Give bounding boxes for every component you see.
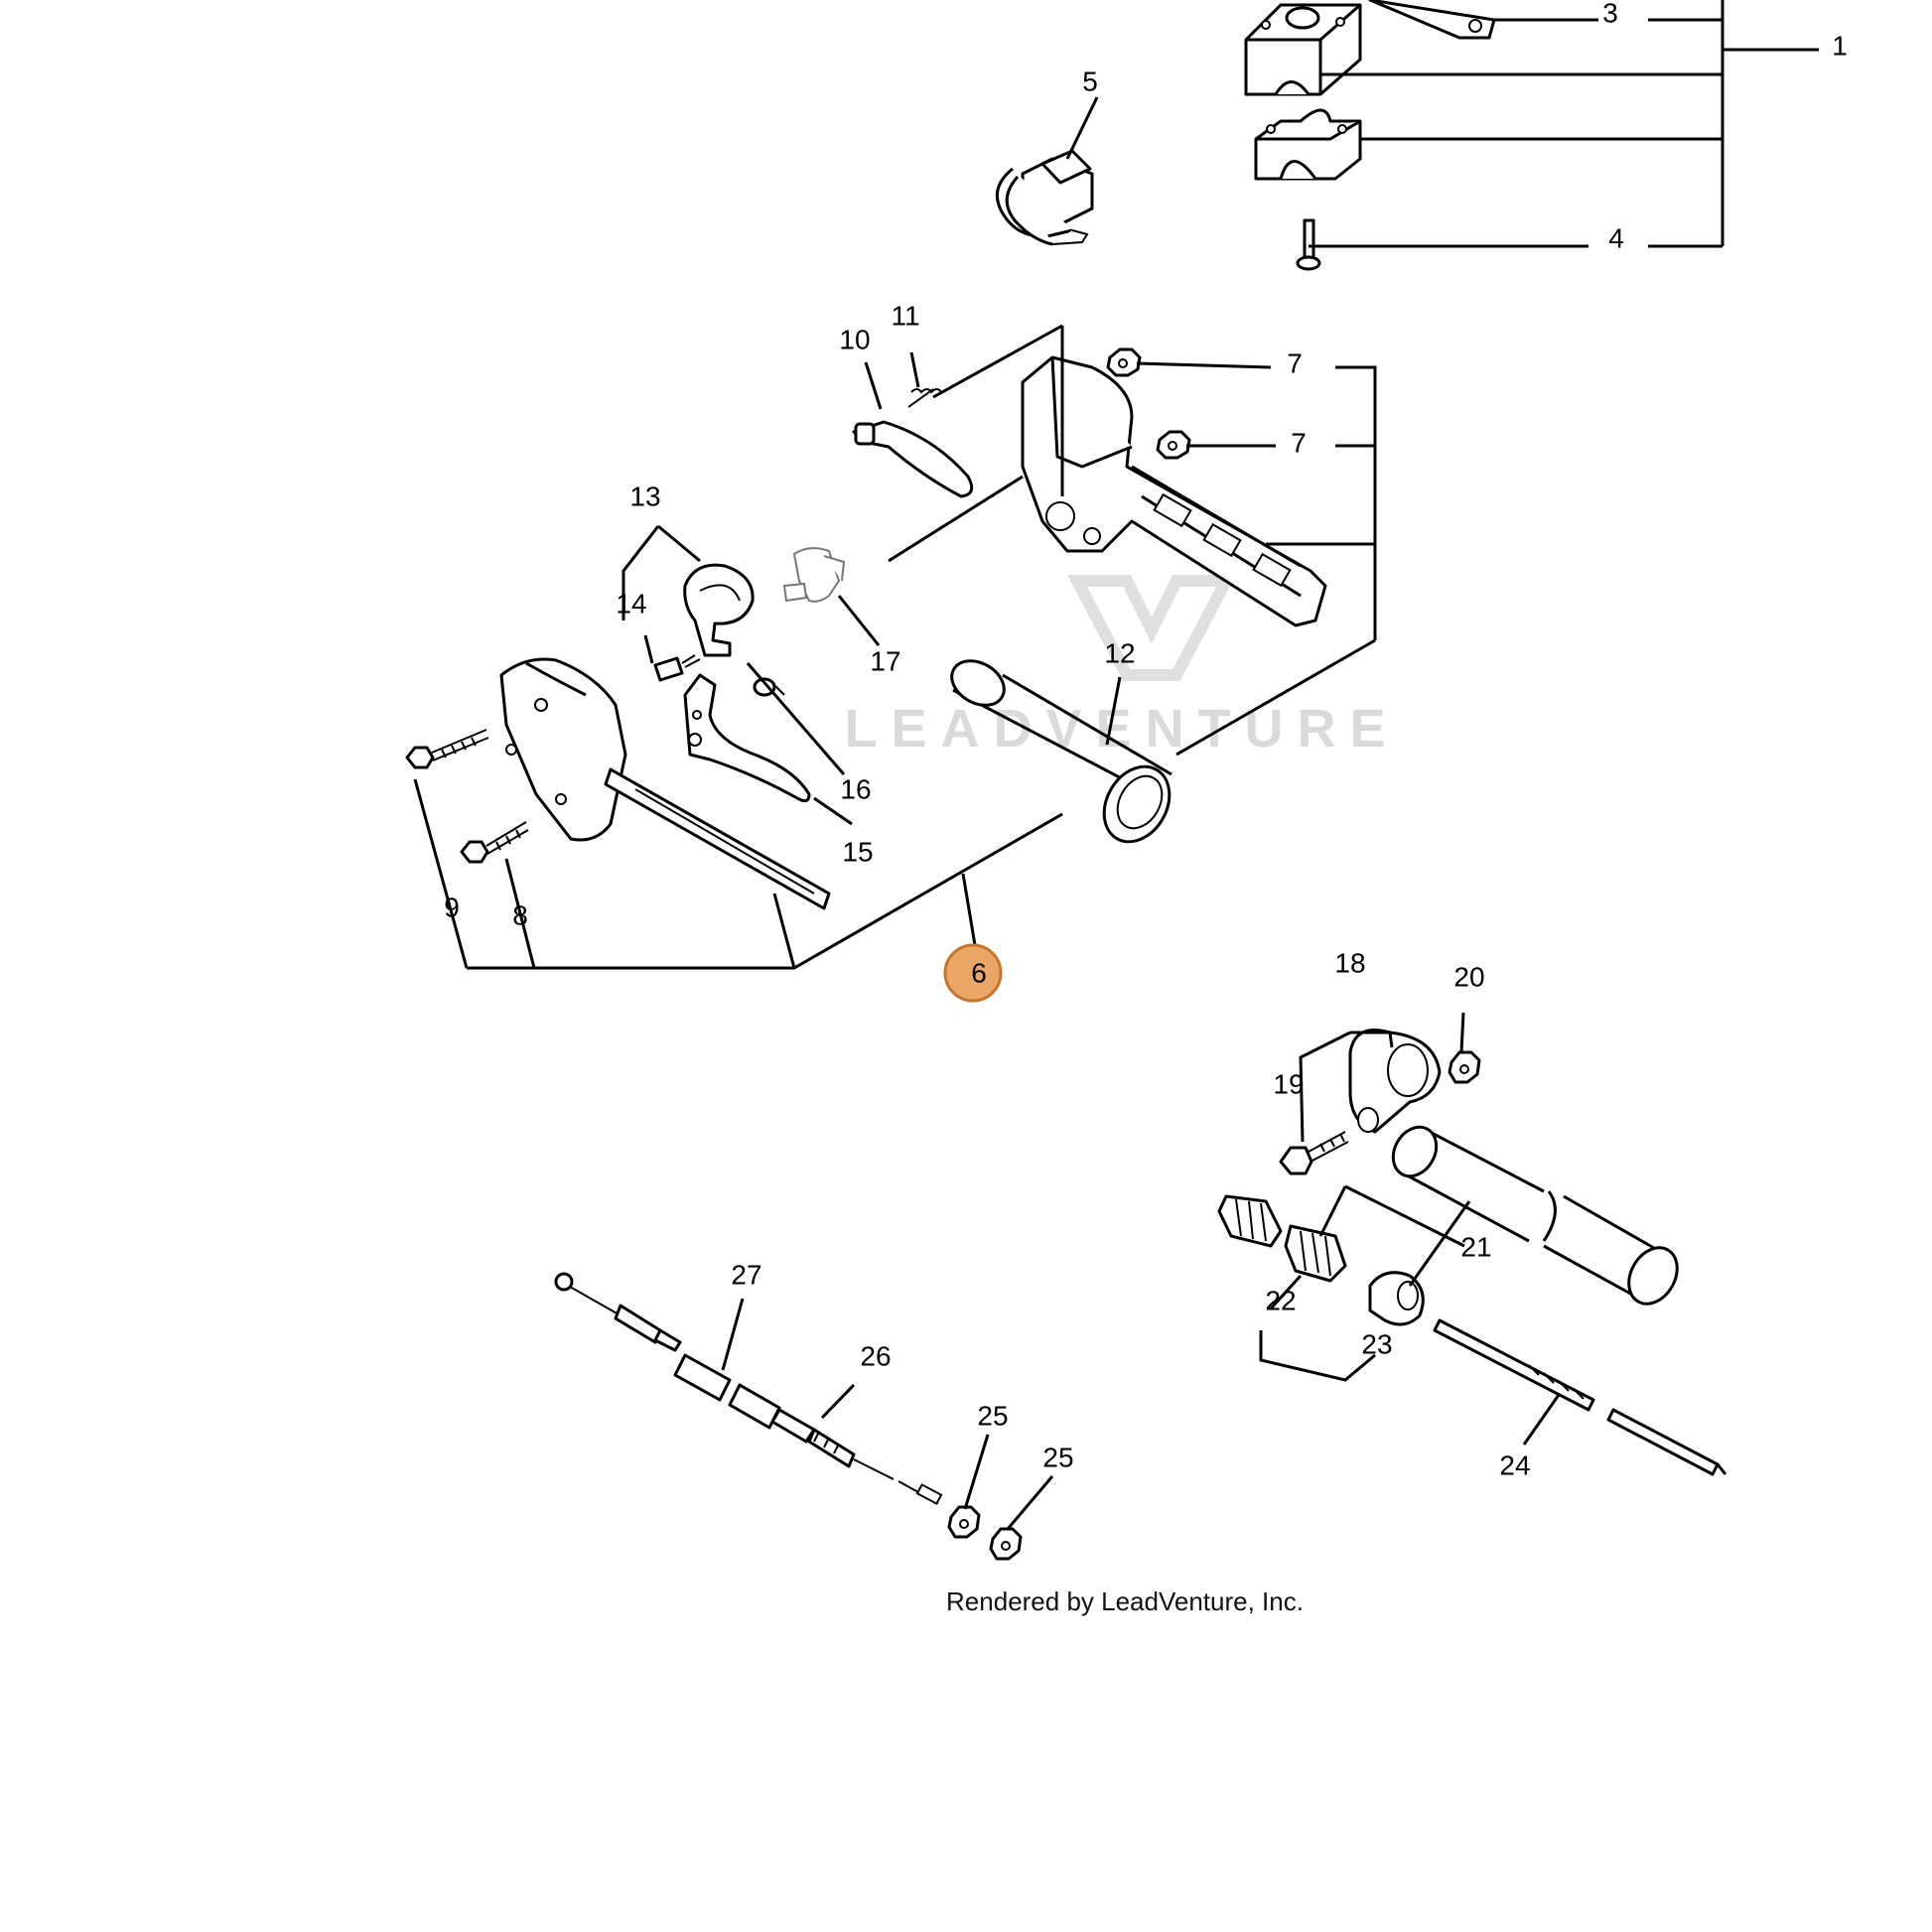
callout-11[interactable]: 11 (891, 300, 919, 331)
callout-17[interactable]: 17 (870, 645, 900, 676)
part-15-lever (683, 673, 811, 803)
part-3-plate (1368, 0, 1496, 40)
part-1-lower-clamp (1254, 108, 1362, 181)
callout-12[interactable]: 12 (1104, 637, 1135, 668)
callout-9[interactable]: 9 (444, 892, 460, 922)
part-13-clamp (683, 563, 755, 657)
callout-5[interactable]: 5 (1082, 66, 1098, 96)
callout-24[interactable]: 24 (1499, 1449, 1530, 1480)
part-6-housing-right (1021, 355, 1327, 627)
part-20-nut (1448, 1050, 1481, 1084)
callout-16[interactable]: 16 (840, 773, 871, 804)
part-22-coupler-b (1284, 1224, 1347, 1283)
part-7-nut-b (1156, 430, 1191, 460)
part-25-nut-a (947, 1505, 981, 1539)
callout-7-upper[interactable]: 7 (1287, 347, 1303, 378)
part-4-screw (1296, 218, 1321, 271)
watermark-text: LEADVENTURE (844, 699, 1399, 759)
part-11-spring (907, 388, 942, 408)
part-19-bolt (1279, 1131, 1349, 1175)
callout-7-lower[interactable]: 7 (1291, 427, 1307, 458)
part-14-bolt (653, 654, 701, 682)
callout-4[interactable]: 4 (1608, 222, 1624, 253)
credit-text: Rendered by LeadVenture, Inc. (946, 1587, 1304, 1616)
callout-22[interactable]: 22 (1265, 1285, 1296, 1315)
part-26-cable-housing (673, 1353, 943, 1505)
part-1-upper-clamp (1244, 3, 1362, 96)
part-9-screw (405, 729, 489, 769)
callout-1[interactable]: 1 (1832, 30, 1848, 61)
callout-13[interactable]: 13 (629, 481, 660, 511)
callout-18[interactable]: 18 (1334, 947, 1365, 978)
callout-25-lower[interactable]: 25 (1042, 1442, 1073, 1472)
callout-labels: 1 3 4 5 6 7 7 8 9 10 11 12 13 14 15 16 1… (444, 0, 1848, 1480)
selected-callout-marker[interactable] (943, 943, 1003, 1003)
leader-lines (413, 0, 1819, 1530)
part-8-screw (460, 821, 529, 864)
callout-6-highlighted[interactable]: 6 (943, 943, 1003, 1003)
part-6-housing-left (499, 657, 831, 910)
part-drive-tubes (1391, 1125, 1679, 1306)
part-16-pin (753, 677, 785, 697)
watermark-logo-icon (1067, 575, 1236, 681)
callout-27[interactable]: 27 (731, 1259, 761, 1290)
part-24-drive-shaft (1433, 1318, 1727, 1476)
callout-8[interactable]: 8 (512, 899, 528, 930)
callout-25-upper[interactable]: 25 (977, 1400, 1008, 1431)
callout-19[interactable]: 19 (1273, 1068, 1304, 1099)
callout-6[interactable]: 6 (971, 957, 987, 988)
callout-3[interactable]: 3 (1602, 0, 1618, 28)
callout-26[interactable]: 26 (860, 1340, 891, 1371)
part-7-nut-a (1106, 347, 1142, 377)
part-5-switch (995, 149, 1094, 246)
part-25-nut-b (989, 1527, 1023, 1561)
part-18-clamp (1348, 1029, 1442, 1134)
callout-10[interactable]: 10 (839, 324, 870, 354)
callout-14[interactable]: 14 (616, 588, 646, 619)
callout-15[interactable]: 15 (842, 836, 873, 867)
callout-21[interactable]: 21 (1460, 1231, 1491, 1262)
part-10-trigger (852, 420, 974, 498)
part-17-bracket (782, 547, 846, 603)
callout-23[interactable]: 23 (1361, 1328, 1392, 1359)
part-27-cable (554, 1272, 682, 1352)
part-12-tube (950, 659, 1173, 844)
callout-20[interactable]: 20 (1453, 961, 1484, 992)
part-22-coupler-a (1217, 1194, 1283, 1248)
